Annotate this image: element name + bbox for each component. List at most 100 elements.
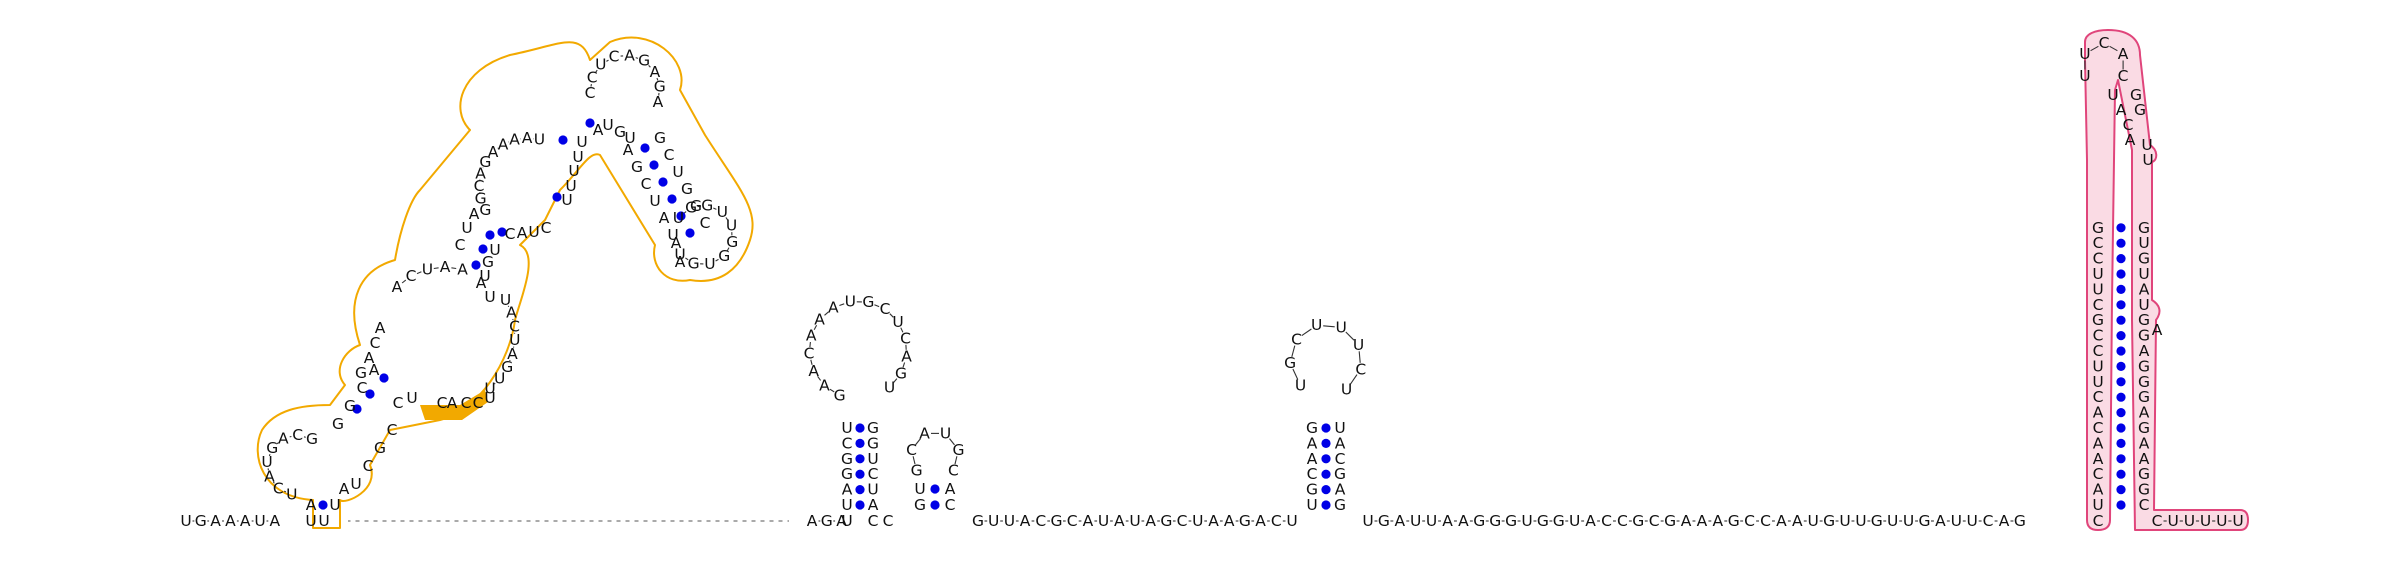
nucleotide-U: U bbox=[561, 191, 572, 209]
nucleotide-G: G bbox=[1505, 512, 1517, 530]
nucleotide-U: U bbox=[286, 486, 297, 504]
nucleotide-C: C bbox=[2093, 327, 2104, 345]
base-pair-dot bbox=[2116, 361, 2126, 371]
nucleotide-U: U bbox=[1839, 512, 1850, 530]
base-pair-dot bbox=[2116, 331, 2126, 341]
base-pair-dot bbox=[855, 469, 865, 479]
base-pair-dot bbox=[2116, 469, 2126, 479]
backbone-link bbox=[401, 279, 407, 284]
nucleotide-G: G bbox=[867, 419, 879, 437]
base-pair-dot bbox=[2116, 315, 2126, 325]
nucleotide-A: A bbox=[1712, 512, 1723, 530]
nucleotide-A: A bbox=[650, 63, 661, 81]
nucleotide-A: A bbox=[2139, 280, 2150, 298]
base-pair-dot bbox=[2116, 408, 2126, 418]
nucleotide-A: A bbox=[392, 278, 403, 296]
nucleotide-A: A bbox=[210, 512, 221, 530]
base-pair-dot bbox=[352, 404, 362, 414]
nucleotide-A: A bbox=[2139, 342, 2150, 360]
nucleotide-C: C bbox=[587, 69, 598, 87]
base-pair-dot bbox=[1321, 485, 1331, 495]
nucleotide-A: A bbox=[1681, 512, 1692, 530]
nucleotide-A: A bbox=[507, 345, 518, 363]
backbone-link bbox=[648, 65, 651, 68]
nucleotide-A: A bbox=[1935, 512, 1946, 530]
nucleotide-G: G bbox=[479, 153, 491, 171]
nucleotide-A: A bbox=[1792, 512, 1803, 530]
nucleotide-C: C bbox=[2093, 234, 2104, 252]
nucleotide-U: U bbox=[568, 162, 579, 180]
nucleotide-C: C bbox=[641, 175, 652, 193]
nucleotide-C: C bbox=[1177, 512, 1188, 530]
nucleotide-C: C bbox=[273, 480, 284, 498]
nucleotide-U: U bbox=[534, 131, 545, 149]
nucleotide-C: C bbox=[2123, 116, 2134, 134]
nucleotide-U: U bbox=[2079, 45, 2090, 63]
nucleotide-A: A bbox=[1697, 512, 1708, 530]
nucleotide-A: A bbox=[264, 468, 275, 486]
nucleotide-G: G bbox=[1050, 512, 1062, 530]
backbone-link bbox=[715, 258, 719, 262]
nucleotide-U: U bbox=[2216, 512, 2227, 530]
nucleotide-U: U bbox=[565, 177, 576, 195]
nucleotide-A: A bbox=[375, 319, 386, 337]
nucleotide-C: C bbox=[461, 394, 472, 412]
backbone-link bbox=[817, 375, 822, 381]
backbone-link bbox=[1358, 351, 1361, 363]
backbone-link bbox=[433, 267, 439, 270]
nucleotide-C: C bbox=[1035, 512, 1046, 530]
nucleotide-C: C bbox=[2093, 342, 2104, 360]
backbone-link bbox=[2090, 45, 2099, 52]
nucleotide-C: C bbox=[2093, 388, 2104, 406]
nucleotide-A: A bbox=[2139, 434, 2150, 452]
nucleotide-C: C bbox=[1760, 512, 1771, 530]
nucleotide-U: U bbox=[2200, 512, 2211, 530]
nucleotide-U: U bbox=[2092, 280, 2103, 298]
nucleotide-A: A bbox=[2093, 404, 2104, 422]
backbone-link bbox=[889, 313, 894, 318]
nucleotide-U: U bbox=[180, 512, 191, 530]
nucleotide-G: G bbox=[654, 129, 666, 147]
nucleotide-G: G bbox=[726, 233, 738, 251]
backbone-link bbox=[451, 267, 457, 270]
backbone-link bbox=[1345, 331, 1355, 341]
base-pair-dot bbox=[558, 135, 568, 145]
nucleotide-C: C bbox=[1601, 512, 1612, 530]
nucleotide-U: U bbox=[489, 241, 500, 259]
nucleotide-C: C bbox=[948, 461, 959, 479]
backbone-link bbox=[2109, 45, 2118, 52]
nucleotide-U: U bbox=[1951, 512, 1962, 530]
nucleotide-A: A bbox=[836, 512, 847, 530]
nucleotide-U: U bbox=[1336, 318, 1347, 336]
nucleotide-U: U bbox=[528, 223, 539, 241]
nucleotide-U: U bbox=[667, 226, 678, 244]
base-pair-dot bbox=[2116, 254, 2126, 264]
base-pair-dot bbox=[930, 484, 940, 494]
nucleotide-U: U bbox=[2141, 136, 2152, 154]
backbone-link bbox=[685, 257, 689, 261]
nucleotide-A: A bbox=[278, 429, 289, 447]
nucleotide-U: U bbox=[841, 419, 852, 437]
nucleotide-A: A bbox=[509, 131, 520, 149]
nucleotide-G: G bbox=[2138, 219, 2150, 237]
nucleotide-G: G bbox=[306, 430, 318, 448]
nucleotide-C: C bbox=[804, 345, 815, 363]
base-pair-dot bbox=[2116, 423, 2126, 433]
base-pair-dot bbox=[2116, 223, 2126, 233]
nucleotide-G: G bbox=[895, 365, 907, 383]
nucleotide-A: A bbox=[369, 361, 380, 379]
base-pair-dot bbox=[2116, 284, 2126, 294]
base-pairs bbox=[318, 118, 2126, 510]
base-pair-dot bbox=[1321, 469, 1331, 479]
backbone-link bbox=[303, 436, 306, 438]
nucleotide-U: U bbox=[422, 260, 433, 278]
nucleotide-A: A bbox=[364, 349, 375, 367]
nucleotide-C: C bbox=[357, 379, 368, 397]
backbone-link bbox=[1291, 345, 1296, 358]
base-pair-dot bbox=[497, 227, 507, 237]
nucleotide-C: C bbox=[700, 214, 711, 232]
nucleotide-U: U bbox=[672, 163, 683, 181]
base-pair-dot bbox=[552, 192, 562, 202]
nucleotide-G: G bbox=[1823, 512, 1835, 530]
nucleotide-U: U bbox=[1362, 512, 1373, 530]
